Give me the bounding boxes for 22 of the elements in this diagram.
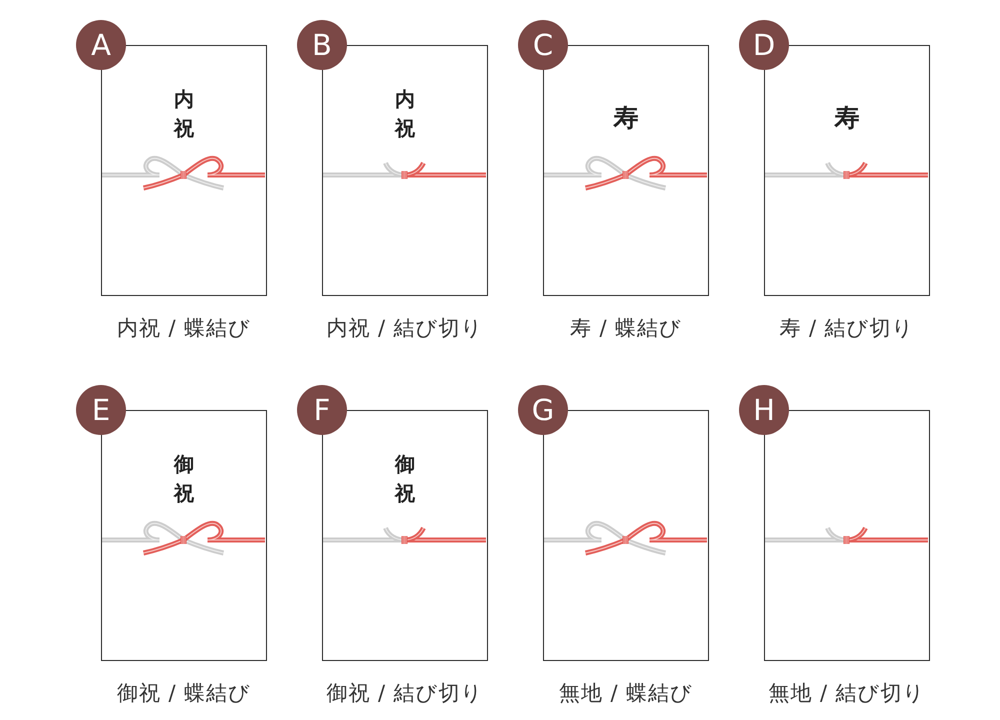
- node-label: 寿 / 結び切り: [779, 315, 915, 341]
- inscription: 御祝: [174, 451, 194, 507]
- letter-badge: G: [518, 385, 568, 435]
- inscription: 内祝: [394, 86, 416, 142]
- inscription: 寿: [834, 103, 860, 133]
- node-label: 御祝 / 結び切り: [326, 680, 484, 706]
- node-label: 御祝 / 蝶結び: [116, 680, 252, 706]
- letter-badge: F: [297, 385, 347, 435]
- letter-badge: E: [76, 385, 126, 435]
- node-label: 無地 / 結び切り: [768, 680, 926, 706]
- inscription: 内祝: [174, 86, 194, 142]
- inscription: 寿: [612, 103, 640, 133]
- node-label: 内祝 / 結び切り: [326, 315, 484, 341]
- inscription: 御祝: [394, 451, 416, 507]
- letter-badge: A: [76, 20, 126, 70]
- node-label: 無地 / 蝶結び: [558, 680, 694, 706]
- letter-badge: B: [297, 20, 347, 70]
- letter-badge: C: [518, 20, 568, 70]
- letter-badge: H: [739, 385, 789, 435]
- node-label: 寿 / 蝶結び: [570, 315, 682, 341]
- node-label: 内祝 / 蝶結び: [116, 315, 252, 341]
- letter-badge: D: [739, 20, 789, 70]
